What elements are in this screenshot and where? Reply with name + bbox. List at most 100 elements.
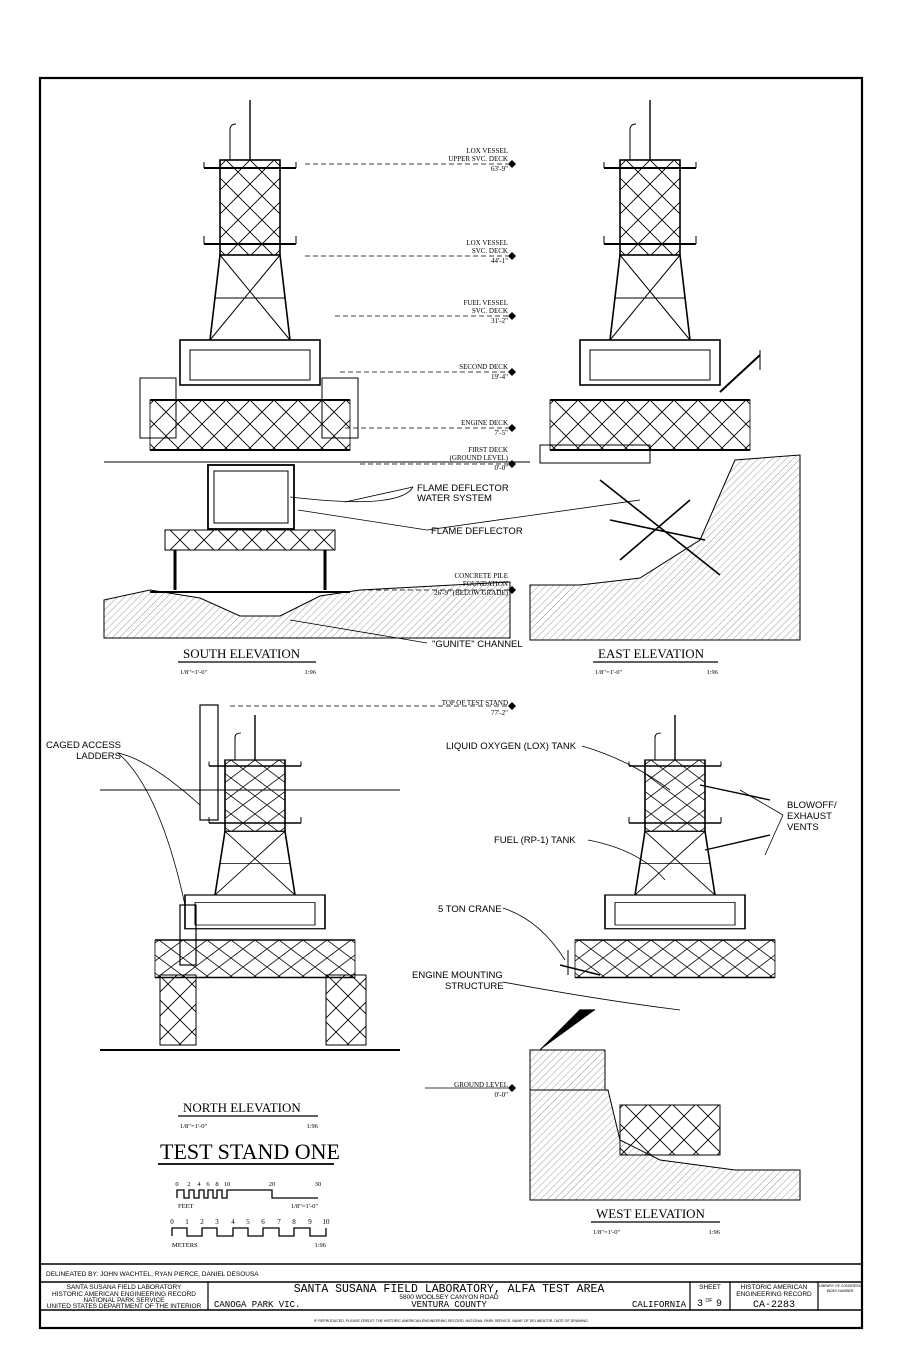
west-elevation-title: WEST ELEVATION bbox=[596, 1206, 706, 1221]
callout-leaders bbox=[117, 486, 784, 1011]
feet-tick-10: 10 bbox=[224, 1181, 231, 1188]
callout-flame-deflector: FLAME DEFLECTOR bbox=[431, 526, 523, 537]
level-value-top: 77'-2" bbox=[491, 709, 508, 717]
flame-deflector bbox=[207, 464, 295, 530]
level-label-top: TOP OF TEST STAND bbox=[442, 699, 508, 707]
level-label-fuel-2: SVC. DECK bbox=[472, 307, 508, 315]
meter-tick-8: 8 bbox=[292, 1218, 296, 1226]
meter-tick-7: 7 bbox=[277, 1218, 281, 1226]
state: CALIFORNIA bbox=[632, 1300, 687, 1310]
meter-tick-2: 2 bbox=[200, 1218, 204, 1226]
callout-water-1: FLAME DEFLECTOR bbox=[417, 483, 509, 494]
org-line-4: UNITED STATES DEPARTMENT OF THE INTERIOR bbox=[47, 1303, 202, 1310]
org-line-3: NATIONAL PARK SERVICE bbox=[83, 1297, 165, 1304]
feet-scale: 1/8"=1'-0" bbox=[291, 1203, 318, 1210]
elevation-titles: SOUTH ELEVATION 1/8"=1'-0" 1:96 EAST ELE… bbox=[158, 646, 721, 1236]
south-elevation-title: SOUTH ELEVATION bbox=[183, 646, 301, 661]
org-line-2: HISTORIC AMERICAN ENGINEERING RECORD bbox=[52, 1291, 196, 1298]
meter-tick-6: 6 bbox=[261, 1218, 265, 1226]
callout-blowoff-1: BLOWOFF/ bbox=[787, 800, 837, 811]
level-diamonds bbox=[508, 160, 516, 1092]
haer-number: CA-2283 bbox=[753, 1300, 795, 1311]
meters-label: METERS bbox=[172, 1242, 198, 1249]
feet-label: FEET bbox=[178, 1203, 194, 1210]
level-label-lox-svc-2: SVC. DECK bbox=[472, 247, 508, 255]
feet-tick-30: 30 bbox=[315, 1181, 322, 1188]
callout-lox-tank: LIQUID OXYGEN (LOX) TANK bbox=[446, 741, 577, 752]
loc-line-1: LIBRARY OF CONGRESS bbox=[819, 1284, 861, 1288]
level-label-pile-1: CONCRETE PILE bbox=[455, 572, 508, 580]
callout-blowoff-3: VENTS bbox=[787, 822, 819, 833]
callout-mount-1: ENGINE MOUNTING bbox=[412, 970, 503, 981]
meter-tick-10: 10 bbox=[323, 1218, 331, 1226]
level-value-engine-deck: 7'-5" bbox=[495, 429, 509, 437]
level-labels: LOX VESSEL UPPER SVC. DECK 63'-9" LOX VE… bbox=[434, 147, 509, 1099]
north-scale-ratio: 1:96 bbox=[306, 1123, 318, 1130]
feet-tick-0: 0 bbox=[175, 1181, 178, 1188]
level-value-lox-upper: 63'-9" bbox=[491, 165, 508, 173]
sheet-number: 3 bbox=[697, 1299, 703, 1310]
meter-tick-0: 0 bbox=[170, 1218, 174, 1226]
callout-ladders-1: CAGED ACCESS bbox=[46, 740, 121, 751]
west-scale-imperial: 1/8"=1'-0" bbox=[593, 1229, 620, 1236]
level-label-lox-upper-1: LOX VESSEL bbox=[466, 147, 508, 155]
feet-tick-6: 6 bbox=[206, 1181, 210, 1188]
callout-crane: 5 TON CRANE bbox=[438, 904, 502, 915]
drawing-title: TEST STAND ONE bbox=[160, 1139, 340, 1164]
level-leaders bbox=[230, 163, 508, 1089]
level-label-ground: GROUND LEVEL bbox=[454, 1081, 508, 1089]
level-value-first-deck: 0'-0" bbox=[495, 464, 509, 472]
feet-tick-20: 20 bbox=[269, 1181, 276, 1188]
east-elevation-title: EAST ELEVATION bbox=[598, 646, 705, 661]
callout-ladders-2: LADDERS bbox=[76, 751, 121, 762]
meter-tick-4: 4 bbox=[231, 1218, 235, 1226]
west-scale-ratio: 1:96 bbox=[708, 1229, 720, 1236]
caged-ladder-upper bbox=[199, 704, 219, 821]
level-label-lox-svc-1: LOX VESSEL bbox=[466, 239, 508, 247]
feet-tick-8: 8 bbox=[215, 1181, 218, 1188]
sheet-of: OF bbox=[706, 1298, 713, 1304]
main-title: SANTA SUSANA FIELD LABORATORY, ALFA TEST… bbox=[294, 1283, 605, 1296]
level-value-pile: 26'-9" (BELOW GRADE) bbox=[434, 589, 509, 597]
locality: CANOGA PARK VIC. bbox=[214, 1300, 300, 1310]
haer-line-1: HISTORIC AMERICAN bbox=[741, 1284, 808, 1291]
level-value-second-deck: 19'-4" bbox=[491, 373, 508, 381]
address: 5800 WOOLSEY CANYON ROAD bbox=[399, 1294, 499, 1301]
title-block: DELINEATED BY: JOHN WACHTEL, RYAN PIERCE… bbox=[46, 1271, 862, 1323]
sheet-total: 9 bbox=[716, 1299, 722, 1310]
callouts: FLAME DEFLECTOR WATER SYSTEM FLAME DEFLE… bbox=[46, 483, 837, 992]
south-scale-imperial: 1/8"=1'-0" bbox=[180, 669, 207, 676]
meter-tick-1: 1 bbox=[185, 1218, 189, 1226]
caged-ladder-lower bbox=[179, 904, 197, 966]
meter-tick-3: 3 bbox=[215, 1218, 219, 1226]
meters-scale: 1:96 bbox=[314, 1242, 326, 1249]
level-label-second-deck: SECOND DECK bbox=[459, 363, 508, 371]
callout-water-2: WATER SYSTEM bbox=[417, 493, 492, 504]
loc-line-2: INDEX NUMBER bbox=[827, 1289, 854, 1293]
north-elevation-drawing bbox=[100, 704, 400, 1051]
level-label-lox-upper-2: UPPER SVC. DECK bbox=[448, 155, 508, 163]
level-label-pile-2: FOUNDATION bbox=[463, 580, 508, 588]
meter-tick-9: 9 bbox=[308, 1218, 312, 1226]
level-label-first-deck-1: FIRST DECK bbox=[468, 446, 508, 454]
east-elevation-drawing bbox=[529, 99, 801, 641]
level-label-first-deck-2: (GROUND LEVEL) bbox=[449, 454, 508, 462]
haer-line-2: ENGINEERING RECORD bbox=[736, 1291, 812, 1298]
feet-tick-2: 2 bbox=[187, 1181, 190, 1188]
meter-tick-5: 5 bbox=[246, 1218, 250, 1226]
level-value-fuel: 31'-2" bbox=[491, 317, 508, 325]
level-label-fuel-1: FUEL VESSEL bbox=[463, 299, 508, 307]
graphic-scale: 0 2 4 6 8 10 20 30 FEET 1/8"=1'-0" 0 1 2… bbox=[170, 1181, 330, 1249]
feet-tick-4: 4 bbox=[197, 1181, 201, 1188]
level-label-engine-deck: ENGINE DECK bbox=[461, 419, 508, 427]
sheet-border bbox=[38, 76, 864, 1330]
delineated-by: DELINEATED BY: JOHN WACHTEL, RYAN PIERCE… bbox=[46, 1271, 259, 1278]
west-elevation-drawing bbox=[529, 714, 801, 1201]
south-elevation-drawing bbox=[103, 99, 530, 639]
callout-mount-2: STRUCTURE bbox=[445, 981, 504, 992]
east-scale-ratio: 1:96 bbox=[706, 669, 718, 676]
org-line-1: SANTA SUSANA FIELD LABORATORY bbox=[67, 1284, 182, 1291]
callout-gunite: "GUNITE" CHANNEL bbox=[432, 639, 523, 650]
south-scale-ratio: 1:96 bbox=[304, 669, 316, 676]
